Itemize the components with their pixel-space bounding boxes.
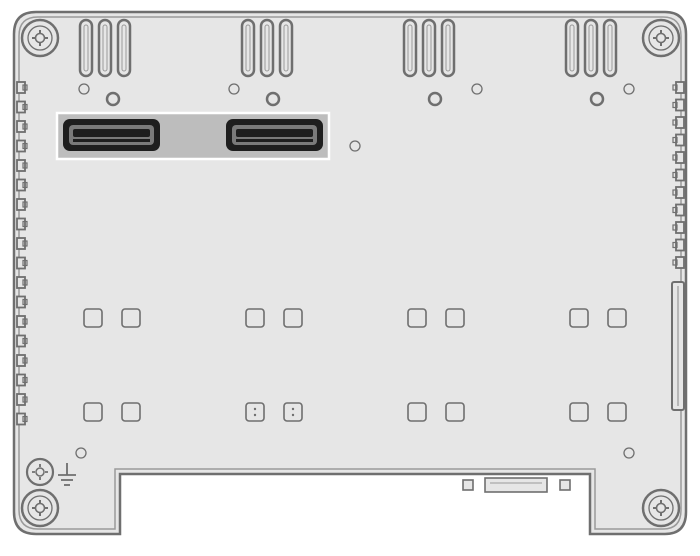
side-tab	[16, 120, 28, 133]
vent-group	[240, 18, 294, 78]
mounting-pad	[445, 402, 465, 422]
mounting-pad	[607, 402, 627, 422]
vent-slot	[402, 18, 418, 78]
corner-screws	[20, 18, 681, 528]
vent-slot	[97, 18, 113, 78]
side-tab	[672, 116, 685, 129]
vent-slot	[278, 18, 294, 78]
mounting-pad	[245, 308, 265, 328]
vent-slot	[240, 18, 256, 78]
mounting-pad	[83, 308, 103, 328]
side-tab	[16, 354, 28, 367]
side-tab	[672, 221, 685, 234]
side-tab	[672, 203, 685, 217]
small-hole	[623, 83, 635, 95]
side-tab	[16, 100, 28, 114]
vent-slot	[259, 18, 275, 78]
device-body	[12, 10, 688, 536]
mounting-pad	[569, 402, 589, 422]
side-tab	[16, 178, 28, 192]
ground-icon	[58, 463, 76, 486]
side-tab	[672, 256, 685, 269]
vent-group	[78, 18, 132, 78]
side-tab	[16, 373, 28, 387]
side-tab	[16, 139, 28, 153]
bottom-port-main	[484, 477, 548, 493]
vent-slot	[78, 18, 94, 78]
bottom-port-small	[559, 479, 571, 491]
side-tab	[16, 334, 28, 348]
side-tab	[16, 256, 28, 270]
standoff-hole	[427, 91, 443, 107]
side-tab	[672, 186, 685, 199]
corner-screw-icon	[641, 18, 681, 58]
bottom-port-small	[462, 479, 474, 491]
mounting-pad	[283, 308, 303, 328]
mounting-pad	[445, 308, 465, 328]
connector-pad	[245, 402, 265, 422]
side-tab	[672, 133, 685, 147]
side-tab	[16, 159, 28, 172]
vent-group	[564, 18, 618, 78]
side-tab	[16, 295, 28, 309]
mounting-pad	[121, 308, 141, 328]
side-tab	[16, 315, 28, 328]
side-tab	[16, 393, 28, 406]
side-tab	[16, 237, 28, 250]
mounting-pad	[607, 308, 627, 328]
left-side-tabs	[16, 81, 28, 426]
vent-slot	[116, 18, 132, 78]
corner-screw-icon	[20, 18, 60, 58]
corner-screw-icon	[20, 488, 60, 528]
mounting-holes	[75, 83, 635, 459]
mounting-pad	[121, 402, 141, 422]
small-hole	[78, 83, 90, 95]
mounting-pad	[407, 308, 427, 328]
small-hole	[75, 447, 87, 459]
small-hole	[349, 140, 361, 152]
right-side-tabs	[672, 81, 685, 269]
standoff-hole	[105, 91, 121, 107]
side-tab	[16, 198, 28, 211]
vent-slot	[602, 18, 618, 78]
mounting-pad	[407, 402, 427, 422]
device-body-inner-edge	[18, 16, 682, 530]
vent-slot	[564, 18, 580, 78]
vent-slot	[440, 18, 456, 78]
expansion-connector-1	[63, 119, 160, 151]
side-tab	[16, 276, 28, 289]
mounting-pad	[83, 402, 103, 422]
expansion-connector-2	[226, 119, 323, 151]
small-hole	[471, 83, 483, 95]
ground-screw-icon	[25, 457, 55, 487]
small-hole	[623, 447, 635, 459]
side-tab	[16, 217, 28, 231]
standoff-hole	[265, 91, 281, 107]
side-tab	[672, 238, 685, 252]
vent-slot	[421, 18, 437, 78]
side-tab	[16, 81, 28, 94]
vent-group	[402, 18, 456, 78]
side-tab	[16, 412, 28, 426]
side-tab	[672, 98, 685, 112]
mounting-pad	[569, 308, 589, 328]
vent-slots	[78, 18, 618, 78]
small-hole	[228, 83, 240, 95]
side-tab	[672, 168, 685, 182]
side-tab	[672, 81, 685, 94]
standoff-hole	[589, 91, 605, 107]
side-tab	[672, 151, 685, 164]
bottom-ports	[462, 477, 571, 493]
vent-slot	[583, 18, 599, 78]
connector-pad	[283, 402, 303, 422]
corner-screw-icon	[641, 488, 681, 528]
mounting-pads	[83, 308, 627, 422]
